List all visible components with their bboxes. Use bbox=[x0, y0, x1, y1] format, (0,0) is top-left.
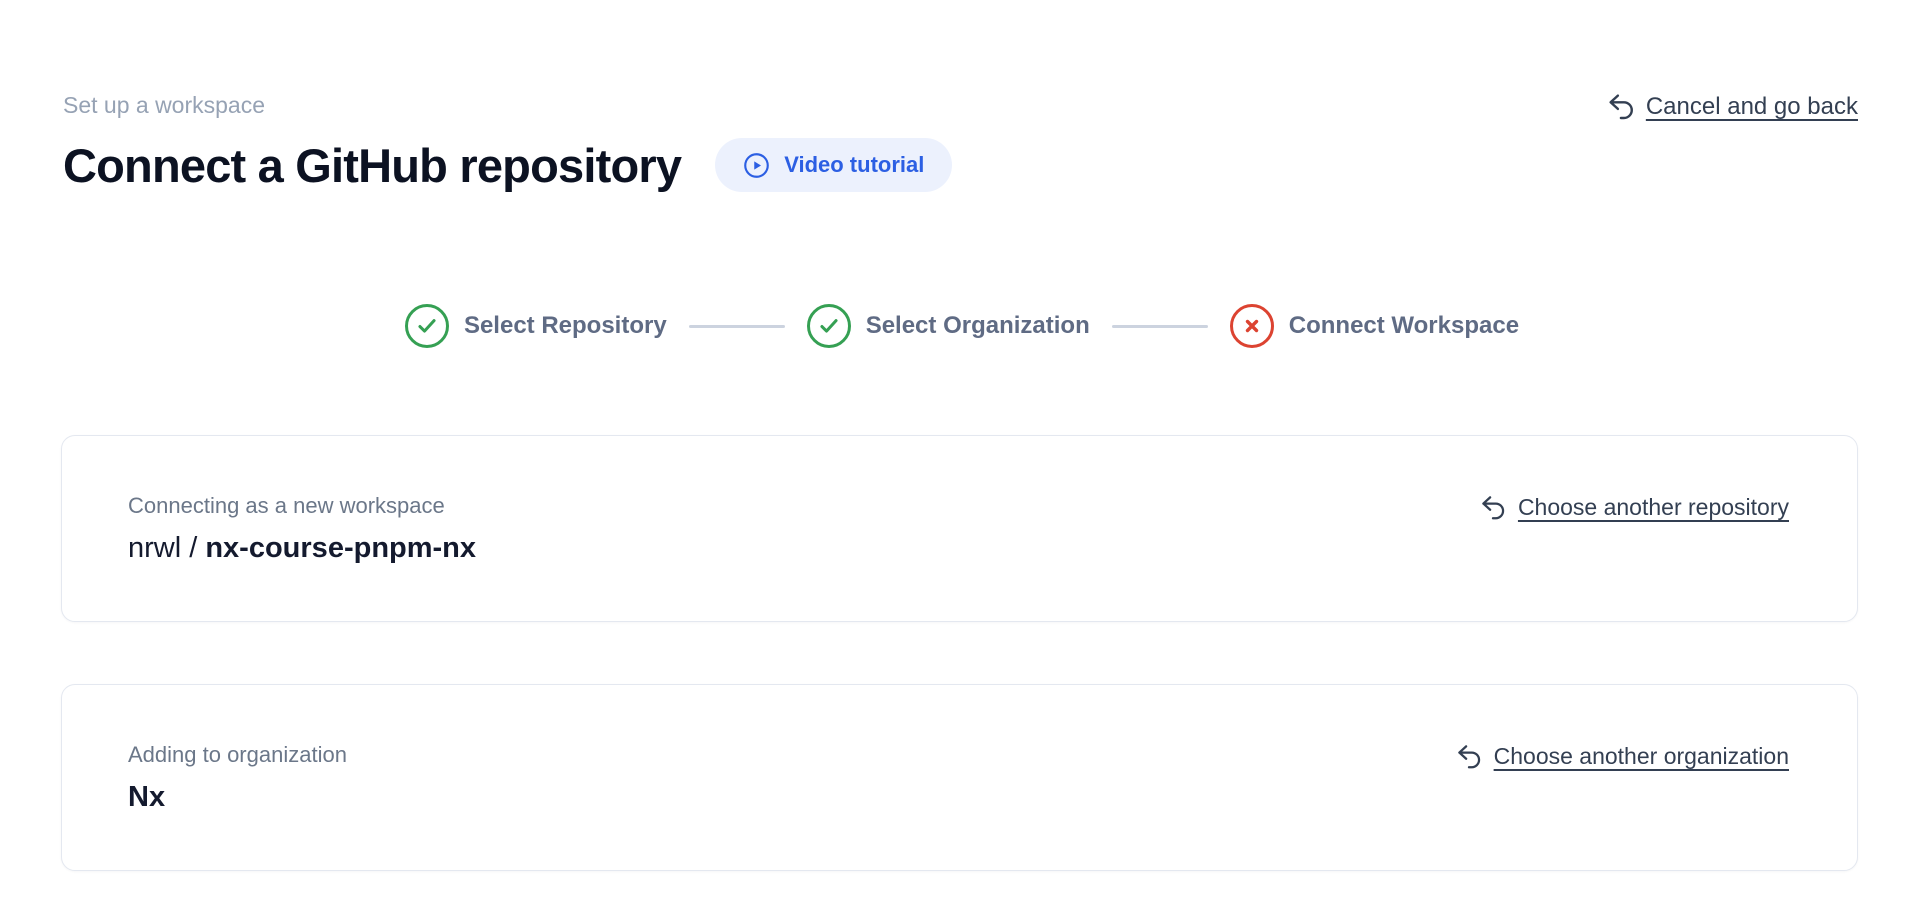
step-connect-workspace: Connect Workspace bbox=[1229, 304, 1520, 348]
step-select-organization: Select Organization bbox=[806, 304, 1090, 348]
check-circle-icon bbox=[404, 304, 449, 348]
organization-name-text: Nx bbox=[128, 780, 166, 813]
organization-card-label: Adding to organization bbox=[128, 742, 347, 767]
organization-card-info: Adding to organization Nx bbox=[128, 741, 347, 814]
choose-another-organization-link[interactable]: Choose another organization bbox=[1456, 743, 1789, 770]
title-row: Connect a GitHub repository Video tutori… bbox=[63, 138, 1858, 193]
video-tutorial-button[interactable]: Video tutorial bbox=[715, 138, 953, 193]
repository-name: nrwl / nx-course-pnpm-nx bbox=[128, 531, 476, 566]
organization-name: Nx bbox=[128, 780, 347, 815]
undo-arrow-icon bbox=[1480, 494, 1507, 521]
cancel-and-go-back-link[interactable]: Cancel and go back bbox=[1607, 92, 1858, 121]
x-circle-icon bbox=[1229, 304, 1274, 348]
undo-arrow-icon bbox=[1456, 743, 1483, 770]
page-title: Connect a GitHub repository bbox=[63, 138, 682, 192]
step-label: Select Organization bbox=[865, 312, 1090, 339]
setup-stepper: Select Repository Select Organization Co… bbox=[0, 304, 1924, 348]
step-connector bbox=[1111, 324, 1208, 328]
step-label: Select Repository bbox=[463, 312, 667, 339]
step-select-repository: Select Repository bbox=[404, 304, 667, 348]
choose-another-repository-link[interactable]: Choose another repository bbox=[1480, 494, 1789, 521]
step-label: Connect Workspace bbox=[1288, 312, 1520, 339]
play-circle-icon bbox=[743, 152, 770, 179]
video-tutorial-label: Video tutorial bbox=[784, 152, 925, 178]
check-circle-icon bbox=[806, 304, 851, 348]
undo-arrow-icon bbox=[1607, 92, 1636, 121]
breadcrumb-eyebrow: Set up a workspace bbox=[63, 92, 266, 118]
step-connector bbox=[688, 324, 785, 328]
cancel-link-label: Cancel and go back bbox=[1645, 92, 1858, 120]
repository-card: Connecting as a new workspace nrwl / nx-… bbox=[61, 435, 1858, 622]
choose-organization-label: Choose another organization bbox=[1493, 743, 1789, 769]
repository-repo-name: nx-course-pnpm-nx bbox=[205, 531, 477, 564]
repository-card-label: Connecting as a new workspace bbox=[128, 493, 445, 518]
repository-owner: nrwl / bbox=[128, 531, 206, 564]
page-header: Set up a workspace Cancel and go back Co… bbox=[63, 92, 1858, 193]
repository-card-info: Connecting as a new workspace nrwl / nx-… bbox=[128, 492, 476, 565]
organization-card: Adding to organization Nx Choose another… bbox=[61, 684, 1858, 871]
choose-repository-label: Choose another repository bbox=[1517, 494, 1789, 520]
